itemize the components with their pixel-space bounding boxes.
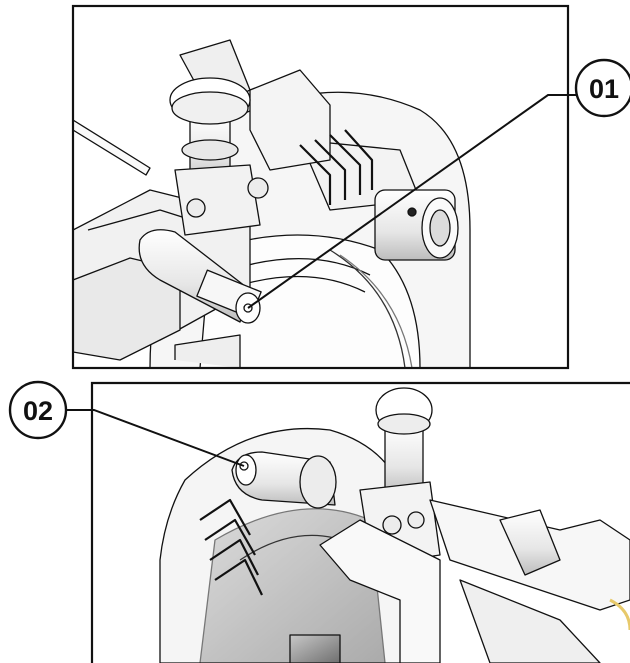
bottom-panel-frame: [90, 381, 630, 663]
callout-01-label: 01: [589, 74, 619, 104]
callout-02-circle: [8, 380, 68, 440]
callout-02-leader-line: [66, 409, 245, 467]
bottom-machine-illustration: [159, 387, 630, 663]
callout-01-circle: [574, 58, 630, 118]
top-panel: [71, 4, 570, 370]
callout-02-label: 02: [23, 396, 53, 426]
top-machine-illustration: [73, 39, 471, 368]
top-panel-frame: [71, 4, 570, 370]
callout-01: 01: [247, 58, 630, 309]
callout-02: 02: [8, 380, 245, 467]
callout-01-leader-line: [247, 94, 576, 309]
bottom-panel: [90, 381, 630, 663]
